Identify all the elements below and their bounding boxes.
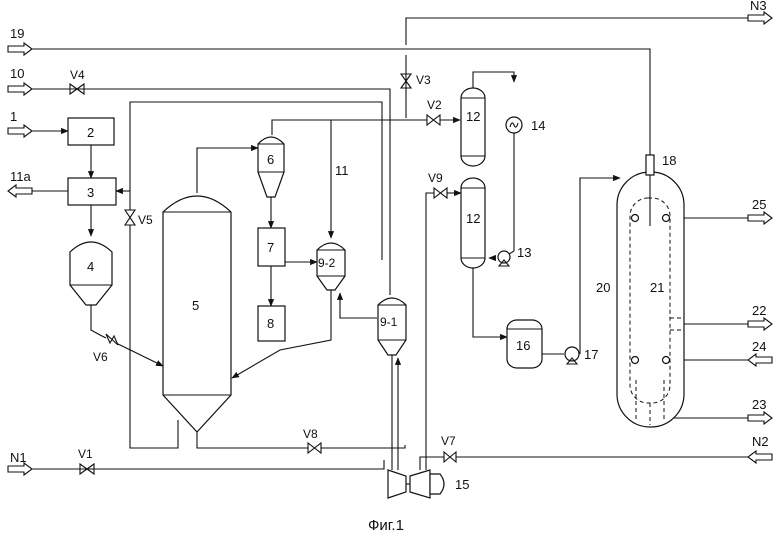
label-stream-23: 23: [752, 397, 766, 412]
line-5-to-6: [196, 144, 259, 193]
line-v8-to-15: [321, 445, 406, 449]
figure-caption: Фиг.1: [368, 517, 404, 534]
label-unit-3: 3: [87, 185, 94, 200]
unit-3-box: [67, 177, 117, 206]
unit-12-lower-column: [460, 177, 486, 269]
label-stream-22: 22: [752, 303, 766, 318]
label-unit-2: 2: [87, 125, 94, 140]
label-valve-v7: V7: [441, 434, 456, 448]
label-stream-1: 1: [10, 109, 17, 124]
label-unit-5: 5: [192, 298, 199, 313]
valve-v1: [79, 462, 95, 476]
line-v6-to-5: [117, 343, 164, 367]
valve-v2: [426, 113, 441, 127]
label-unit-12-lower: 12: [466, 211, 480, 226]
inlet-arrow-19: [7, 41, 33, 57]
unit-17-pump: [564, 346, 580, 365]
unit-2-box: [67, 117, 115, 146]
unit-5-vessel: [162, 195, 232, 433]
unit-6-cyclone: [257, 136, 285, 198]
unit-14-heat-exchanger: [505, 116, 523, 134]
line-17-to-reactor: [579, 174, 621, 354]
line-v5-loop-top: [129, 101, 383, 260]
valve-v5: [123, 209, 137, 226]
valve-v4: [69, 82, 85, 96]
label-unit-18: 18: [662, 153, 676, 168]
valve-v7: [443, 450, 457, 464]
label-stream-n2: N2: [752, 434, 769, 449]
unit-9-2-vessel: [316, 242, 346, 291]
line-6-to-v2: [271, 119, 427, 135]
unit-4-hopper: [69, 241, 113, 306]
label-valve-v3: V3: [416, 73, 431, 87]
label-stream-24: 24: [752, 339, 766, 354]
label-valve-v6: V6: [93, 350, 108, 364]
inlet-arrow-24: [747, 352, 773, 368]
inlet-arrow-10: [7, 81, 33, 97]
label-valve-v8: V8: [303, 427, 318, 441]
label-valve-v9: V9: [428, 171, 443, 185]
line-12b-to-16: [472, 268, 508, 341]
label-unit-16: 16: [516, 338, 530, 353]
line-9-1-to-9-2: [336, 292, 377, 319]
line-4-to-v6: [90, 305, 107, 339]
label-stream-n3: N3: [750, 0, 767, 13]
label-stream-n1: N1: [10, 450, 27, 465]
unit-13-pump: [497, 250, 511, 267]
line-12a-to-14: [472, 71, 518, 88]
label-stream-10: 10: [10, 66, 24, 81]
line-n1: [32, 460, 385, 470]
label-unit-17: 17: [584, 347, 598, 362]
label-valve-v4: V4: [70, 68, 85, 82]
outlet-arrow-n3: [747, 10, 773, 26]
inlet-arrow-n2: [747, 449, 773, 465]
inlet-arrow-n1: [7, 461, 33, 477]
unit-8-box: [257, 305, 286, 342]
label-unit-9-2-text: 9-2: [318, 256, 336, 270]
line-9-2-to-5: [231, 290, 332, 379]
line-v5-loop-bottom: [129, 225, 179, 449]
line-n3: [405, 17, 748, 45]
valve-v8: [307, 441, 322, 455]
label-stream-11: 11: [335, 163, 349, 178]
label-unit-12-upper: 12: [466, 109, 480, 124]
line-stream-10: [32, 88, 391, 295]
outlet-arrow-11a: [7, 183, 33, 199]
nozzle-18: [645, 154, 655, 226]
valve-v3: [399, 73, 413, 89]
label-valve-v1: V1: [78, 447, 93, 461]
outlet-arrow-22: [747, 316, 773, 332]
label-unit-7: 7: [267, 240, 274, 255]
line-stream-19: [32, 48, 651, 155]
valve-v9: [433, 186, 448, 200]
unit-15-compressor: [387, 469, 445, 499]
label-stream-11a: 11a: [10, 169, 31, 184]
inlet-arrow-1: [7, 123, 33, 139]
label-unit-21: 21: [650, 280, 664, 295]
line-5-bottom-to-v8: [196, 430, 308, 449]
label-stream-19: 19: [10, 26, 24, 41]
label-valve-v2: V2: [427, 98, 442, 112]
label-unit-8: 8: [267, 316, 274, 331]
valve-v6: [105, 333, 119, 346]
outlet-arrow-23: [747, 410, 773, 426]
label-unit-14: 14: [531, 118, 545, 133]
label-unit-15: 15: [455, 477, 469, 492]
line-v7-to-15: [419, 456, 444, 470]
label-unit-20: 20: [596, 280, 610, 295]
label-valve-v5: V5: [138, 213, 153, 227]
label-unit-13: 13: [517, 245, 531, 260]
unit-9-1-vessel: [377, 297, 407, 356]
unit-7-box: [257, 227, 286, 267]
label-unit-4: 4: [87, 259, 94, 274]
unit-12-upper-column: [460, 87, 486, 167]
unit-16-vessel: [506, 319, 543, 369]
label-unit-6: 6: [267, 152, 274, 167]
label-unit-9-1: 9-1: [380, 315, 398, 329]
outlet-arrow-25: [747, 210, 773, 226]
line-15-to-v9: [425, 192, 434, 470]
label-stream-25: 25: [752, 197, 766, 212]
